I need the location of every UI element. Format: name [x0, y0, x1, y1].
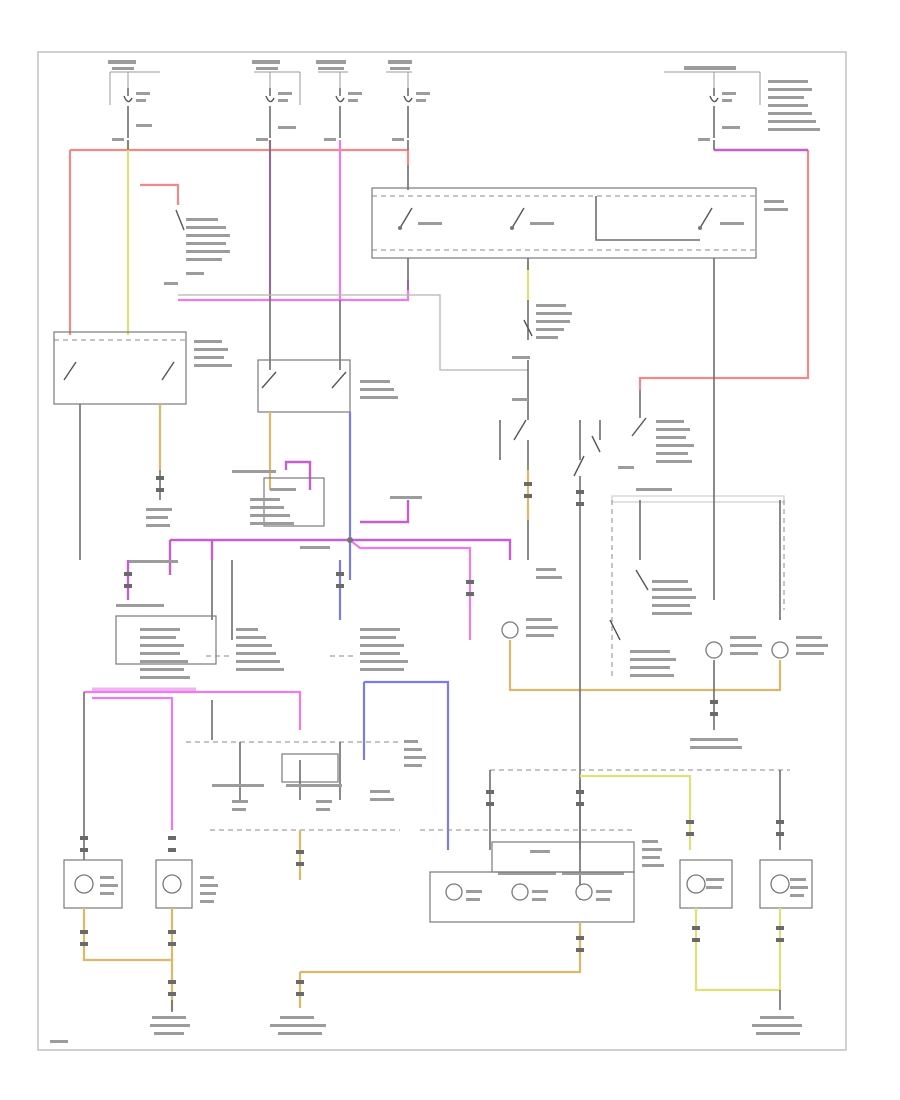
fuse-4	[392, 88, 430, 141]
ground-3	[752, 1016, 802, 1035]
left-rear-lamp-assembly	[186, 740, 426, 880]
fuse-3	[324, 88, 362, 141]
ground-1	[150, 1000, 190, 1035]
brake-light-switch	[257, 300, 398, 540]
front-left-lamp	[63, 830, 172, 962]
diagram-frame	[37, 51, 847, 1051]
relay-module	[371, 165, 788, 300]
turn-signal-bus	[128, 537, 512, 640]
black-feed-wires	[127, 140, 715, 371]
right-front-lamps	[501, 300, 828, 749]
flasher	[232, 460, 422, 527]
stop-lamp-column	[499, 300, 572, 579]
yellow-feed-wires	[126, 140, 530, 335]
fuse-5	[698, 88, 740, 141]
side-marker-lamps	[679, 859, 813, 1010]
ground-5	[50, 1040, 68, 1043]
power-feeds	[108, 60, 820, 131]
left-turn-feeds	[83, 680, 450, 850]
fuse-2	[256, 88, 296, 141]
right-rear-lamp-assembly	[300, 520, 790, 974]
headlamp-switch-column	[164, 209, 230, 285]
ground-light-switch	[146, 470, 172, 527]
cornering-switch	[573, 390, 785, 520]
red-feed-wires	[68, 148, 810, 390]
fuse-1	[112, 88, 152, 141]
light-switch	[53, 331, 232, 470]
front-left-turn-lamp	[155, 836, 218, 1010]
turn-signal-switch	[115, 560, 474, 679]
ground-2	[270, 972, 326, 1035]
